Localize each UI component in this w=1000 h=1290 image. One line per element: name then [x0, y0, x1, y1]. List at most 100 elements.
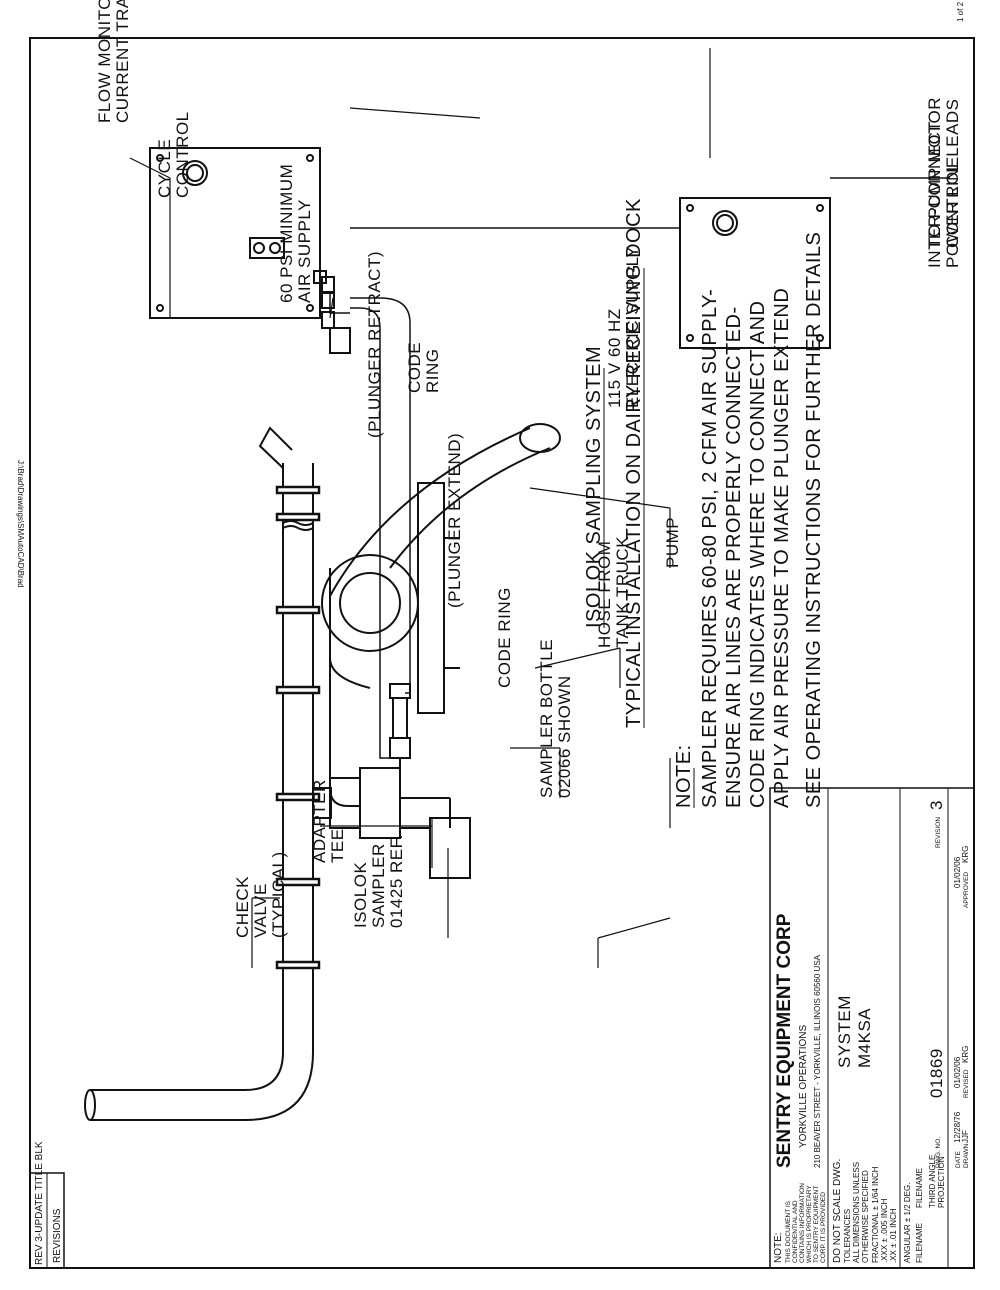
label-pump-motor: TO PUMP MOTOR	[925, 97, 944, 248]
svg-text:DRAWN: DRAWN	[963, 1143, 970, 1168]
svg-text:KRG: KRG	[961, 846, 970, 863]
svg-text:SYSTEM: SYSTEM	[835, 995, 854, 1068]
landscape-drawing: CHECK VALVE (TYPICAL) ADAPTER TEE ISOLOK…	[29, 0, 975, 1269]
svg-text:01/02/06: 01/02/06	[953, 1056, 962, 1088]
svg-text:SAMPLER: SAMPLER	[369, 843, 388, 928]
svg-text:YORKVILLE OPERATIONS: YORKVILLE OPERATIONS	[798, 1024, 809, 1148]
company-block: SENTRY EQUIPMENT CORP YORKVILLE OPERATIO…	[774, 913, 874, 1168]
svg-text:12/28/76: 12/28/76	[953, 1111, 962, 1143]
tolerance-block: DO NOT SCALE DWG. TOLERANCES ALL DIMENSI…	[832, 1155, 946, 1263]
svg-text:POWER LINE: POWER LINE	[943, 156, 962, 268]
flow-monitor-box	[679, 197, 831, 349]
revisions-block: REV 3-UPDATE TITLE BLK REVISIONS	[29, 1141, 65, 1269]
svg-text:TANK TRUCK: TANK TRUCK	[613, 536, 632, 648]
svg-text:(TYPICAL): (TYPICAL)	[269, 851, 288, 938]
svg-text:.XXX ± .005 INCH: .XXX ± .005 INCH	[880, 1198, 889, 1263]
hose	[389, 447, 551, 569]
piping	[84, 423, 561, 1121]
leader-lines	[129, 48, 711, 968]
svg-text:DWG. NO.: DWG. NO.	[935, 1137, 942, 1168]
svg-text:210 BEAVER STREET - YORKVILL: 210 BEAVER STREET - YORKVILLE, ILLINOIS …	[813, 954, 822, 1168]
label-code-ring-bottom: CODE RING	[495, 587, 514, 688]
svg-text:THIS DOCUMENT IS: THIS DOCUMENT IS	[785, 1200, 792, 1263]
title-block: NOTE: THIS DOCUMENT IS CONFIDENTIAL AND …	[769, 787, 975, 1269]
label-plunger-extend: (PLUNGER EXTEND)	[445, 433, 464, 608]
label-pump: PUMP	[663, 517, 682, 568]
svg-text:ENSURE AIR LINES ARE PROPERLY: ENSURE AIR LINES ARE PROPERLY CONNECTED-	[723, 306, 745, 808]
svg-text:CORP. IT IS PROVIDED: CORP. IT IS PROVIDED	[820, 1192, 827, 1263]
svg-text:APPLY AIR PRESSURE TO MAKE PLU: APPLY AIR PRESSURE TO MAKE PLUNGER EXTEN…	[771, 288, 793, 808]
cycle-control-box	[149, 147, 351, 354]
svg-text:KRG: KRG	[961, 1046, 970, 1063]
drawing-title: ISOLOK SAMPLING SYSTEM TYPICAL INSTALLAT…	[583, 198, 645, 728]
svg-text:02066 SHOWN: 02066 SHOWN	[555, 675, 574, 798]
svg-text:M4KSA: M4KSA	[855, 1008, 874, 1068]
svg-text:CONTROL: CONTROL	[173, 111, 192, 198]
svg-text:FRACTIONAL ± 1/64 INCH: FRACTIONAL ± 1/64 INCH	[871, 1166, 880, 1263]
label-electric-supply: 115 V 60 HZ	[605, 308, 624, 408]
svg-text:CURRENT TRANSFORMER (CT): CURRENT TRANSFORMER (CT)	[113, 0, 132, 123]
svg-text:TEE: TEE	[328, 828, 347, 863]
svg-text:NOTE:: NOTE:	[773, 1232, 784, 1263]
file-path: J:\Brad\Drawings\SMAutoCAD\Brad	[16, 460, 25, 588]
sheet-border	[29, 37, 975, 1269]
label-air-supply: 60 PSI MINIMUM	[277, 164, 296, 303]
svg-text:01425 REF.: 01425 REF.	[387, 834, 406, 928]
label-interconnect: INTER-CONNECT	[925, 121, 944, 268]
pump-body	[321, 554, 419, 652]
svg-text:APPROVED: APPROVED	[963, 872, 970, 908]
svg-text:ELECTRIC SUPPLY: ELECTRIC SUPPLY	[623, 246, 642, 408]
page-number: 1 of 2	[956, 1, 965, 22]
label-flow-monitor: FLOW MONITOR FM-1	[95, 0, 114, 123]
svg-text:RING: RING	[423, 349, 442, 394]
revision-number: 3	[927, 800, 946, 810]
svg-text:VALVE: VALVE	[251, 883, 270, 938]
svg-text:REVISED: REVISED	[963, 1069, 970, 1098]
svg-text:PROJECTION: PROJECTION	[937, 1156, 946, 1208]
title-installation: TYPICAL INSTALLATION ON DAIRY RECEIVING …	[623, 198, 645, 728]
svg-text:FILENAME: FILENAME	[915, 1168, 924, 1208]
title-system: ISOLOK SAMPLING SYSTEM	[583, 346, 605, 628]
sampler-body	[359, 767, 401, 839]
svg-text:SAMPLER REQUIRES 60-80 PSI, 2: SAMPLER REQUIRES 60-80 PSI, 2 CFM AIR SU…	[699, 289, 721, 808]
svg-text:THIRD ANGLE: THIRD ANGLE	[928, 1155, 937, 1208]
label-sampler-bottle: SAMPLER BOTTLE	[537, 639, 556, 798]
inlet-elbow	[90, 980, 314, 1121]
svg-text:CODE RING INDICATES WHERE TO C: CODE RING INDICATES WHERE TO CONNECT AND	[747, 301, 769, 808]
svg-text:OTHERWISE SPECIFIED: OTHERWISE SPECIFIED	[861, 1170, 870, 1263]
label-check-valve: CHECK	[233, 876, 252, 938]
svg-text:CONTAINS INFORMATION: CONTAINS INFORMATION	[799, 1183, 806, 1263]
dates-block: DATE 12/28/76 DRAWN JJF 01/02/06 REVISED…	[927, 800, 970, 1168]
revisions-entry: REV 3-UPDATE TITLE BLK	[34, 1141, 45, 1265]
revisions-title: REVISIONS	[52, 1208, 63, 1263]
svg-text:DO NOT SCALE DWG.: DO NOT SCALE DWG.	[832, 1159, 843, 1263]
svg-text:AIR SUPPLY: AIR SUPPLY	[295, 199, 314, 303]
svg-text:.XX ± .01 INCH: .XX ± .01 INCH	[889, 1208, 898, 1263]
svg-text:DATE: DATE	[955, 1150, 962, 1168]
svg-text:WHICH IS PROPRIETARY: WHICH IS PROPRIETARY	[806, 1185, 813, 1263]
svg-text:TOLERANCES: TOLERANCES	[843, 1209, 852, 1263]
svg-text:REVISION: REVISION	[935, 817, 942, 848]
label-isolok-sampler: ISOLOK	[351, 862, 370, 928]
svg-text:FILENAME: FILENAME	[915, 1223, 924, 1263]
notes: NOTE: SAMPLER REQUIRES 60-80 PSI, 2 CFM …	[673, 232, 825, 808]
svg-text:CONTROL LEADS: CONTROL LEADS	[943, 99, 962, 248]
dwg-number: 01869	[927, 1048, 946, 1098]
label-plunger-retract: (PLUNGER RETRACT)	[365, 251, 384, 438]
confidential-note: NOTE: THIS DOCUMENT IS CONFIDENTIAL AND …	[773, 1183, 827, 1263]
label-cycle-control: CYCLE	[155, 139, 174, 198]
label-adapter-tee: ADAPTER	[310, 779, 329, 863]
svg-text:ANGULAR ± 1/2 DEG.: ANGULAR ± 1/2 DEG.	[903, 1183, 912, 1263]
power-lines	[350, 177, 950, 229]
company-name: SENTRY EQUIPMENT CORP	[774, 913, 795, 1168]
svg-text:JJF: JJF	[961, 1130, 970, 1143]
label-code-ring-top: CODE	[405, 342, 424, 393]
svg-text:01/02/06: 01/02/06	[953, 856, 962, 888]
svg-text:CONFIDENTIAL AND: CONFIDENTIAL AND	[792, 1200, 799, 1263]
labels: CHECK VALVE (TYPICAL) ADAPTER TEE ISOLOK…	[95, 0, 962, 938]
note-heading: NOTE:	[673, 744, 695, 808]
svg-text:ALL DIMENSIONS UNLESS: ALL DIMENSIONS UNLESS	[852, 1162, 861, 1263]
svg-text:TO SENTRY EQUIPMENT: TO SENTRY EQUIPMENT	[813, 1186, 820, 1263]
